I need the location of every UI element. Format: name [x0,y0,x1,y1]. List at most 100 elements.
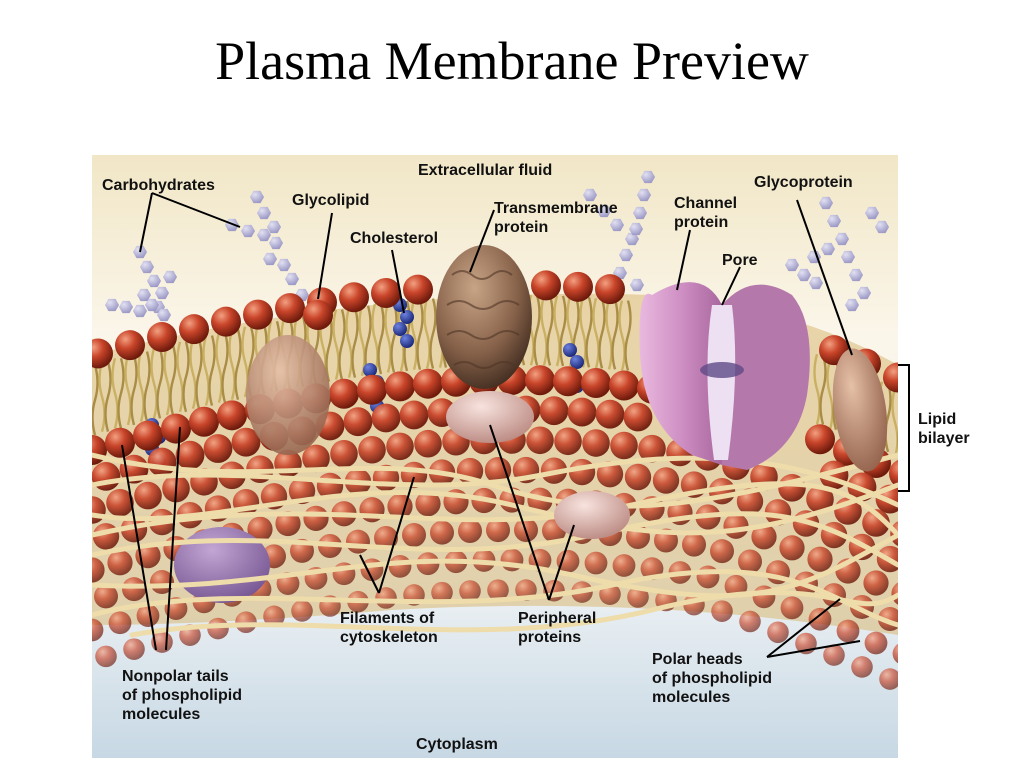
lipid-tail [585,297,593,368]
carbohydrate-unit [610,218,624,232]
polar-head [371,277,401,308]
polar-head [413,368,443,399]
polar-head [623,402,653,432]
polar-head [596,460,624,488]
transmembrane-protein [436,245,532,389]
transmembrane-protein-texture [446,270,520,369]
cholesterol-ring [393,322,407,336]
polar-head [531,270,561,301]
carbohydrate-unit [845,298,859,312]
polar-head [402,522,426,547]
polar-head [291,600,313,622]
polar-head [263,605,285,628]
lipid-tail [351,307,359,378]
polar-head [94,584,118,609]
carbohydrate-unit [269,236,283,250]
polar-head [203,434,233,463]
polar-head [738,549,762,574]
polar-head [862,509,890,537]
polar-head [115,330,145,361]
peripheral-protein-1 [446,391,534,443]
polar-head [106,488,134,517]
lipid-tail [234,329,242,400]
carbohydrate-unit [809,276,823,290]
lipid-tail [605,299,613,370]
polar-head [105,427,135,458]
carbohydrate-unit [633,206,647,220]
polar-head [554,427,582,456]
glycoprotein [832,348,888,472]
lipid-tail [228,329,236,400]
polar-head [780,596,804,620]
carbohydrate-unit [145,298,159,312]
lipid-tail [618,300,626,371]
polar-head [189,406,219,437]
lipid-tail [559,295,567,367]
lipid-tail [332,309,340,380]
polar-head [371,403,401,433]
polar-head [627,586,649,608]
lipid-tail [143,351,151,422]
carbohydrate-unit [241,224,255,238]
polar-head [399,400,429,430]
polar-head [95,645,117,668]
label-cholesterol: Cholesterol [350,230,439,247]
embedded-protein-left [246,335,330,455]
leader-lines [121,192,861,658]
polar-head [539,396,569,426]
polar-head [388,554,412,578]
polar-head [582,429,610,457]
polar-head [823,644,845,666]
polar-head [147,447,177,477]
polar-head [584,551,608,575]
lipid-tail [117,357,125,429]
polar-head [836,619,860,643]
lipid-tail [202,335,210,406]
label-peripheral-proteins: Peripheral proteins [518,610,597,646]
carbohydrate-unit [619,248,633,262]
polar-head [235,611,257,634]
lipid-tail [598,297,606,369]
carbohydrate-unit [849,268,863,282]
polar-head [179,314,209,345]
polar-head [638,434,666,463]
polar-head [247,516,273,542]
lipid-tail [390,302,398,373]
polar-head [414,429,442,458]
label-extracellular-fluid: Extracellular fluid [418,162,553,179]
carbohydrate-unit [841,250,855,264]
lipid-tail [156,347,164,419]
polar-head [133,420,163,451]
polar-head [526,426,554,455]
cholesterol-ring [363,363,377,377]
polar-head [329,378,359,409]
polar-head [484,456,512,484]
lipid-tail [215,332,223,403]
polar-head [343,407,373,437]
carbohydrate-unit [133,304,147,318]
carbohydrate-unit [105,298,119,312]
polar-head [385,371,415,402]
polar-head [767,621,789,644]
lipid-tail [169,344,177,416]
polar-head [739,610,761,633]
polar-head [92,618,104,642]
outer-polar-heads [92,270,898,393]
cytoskeleton-filament [92,569,898,628]
polar-head [303,505,329,531]
lipid-tail [150,347,158,419]
carbohydrate-unit [785,258,799,272]
lipid-tail [371,303,379,375]
carbohydrate-unit [140,260,154,274]
lipid-tail [624,300,632,371]
polar-head [275,293,305,324]
carbohydrate-unit [119,300,133,314]
lipid-tail [546,295,554,366]
polar-head [612,554,636,577]
polar-head [330,439,358,468]
lipid-tail [338,309,346,380]
label-glycolipid: Glycolipid [292,192,370,209]
label-cytoplasm: Cytoplasm [416,736,498,753]
polar-head [624,463,652,491]
polar-head [892,643,898,664]
